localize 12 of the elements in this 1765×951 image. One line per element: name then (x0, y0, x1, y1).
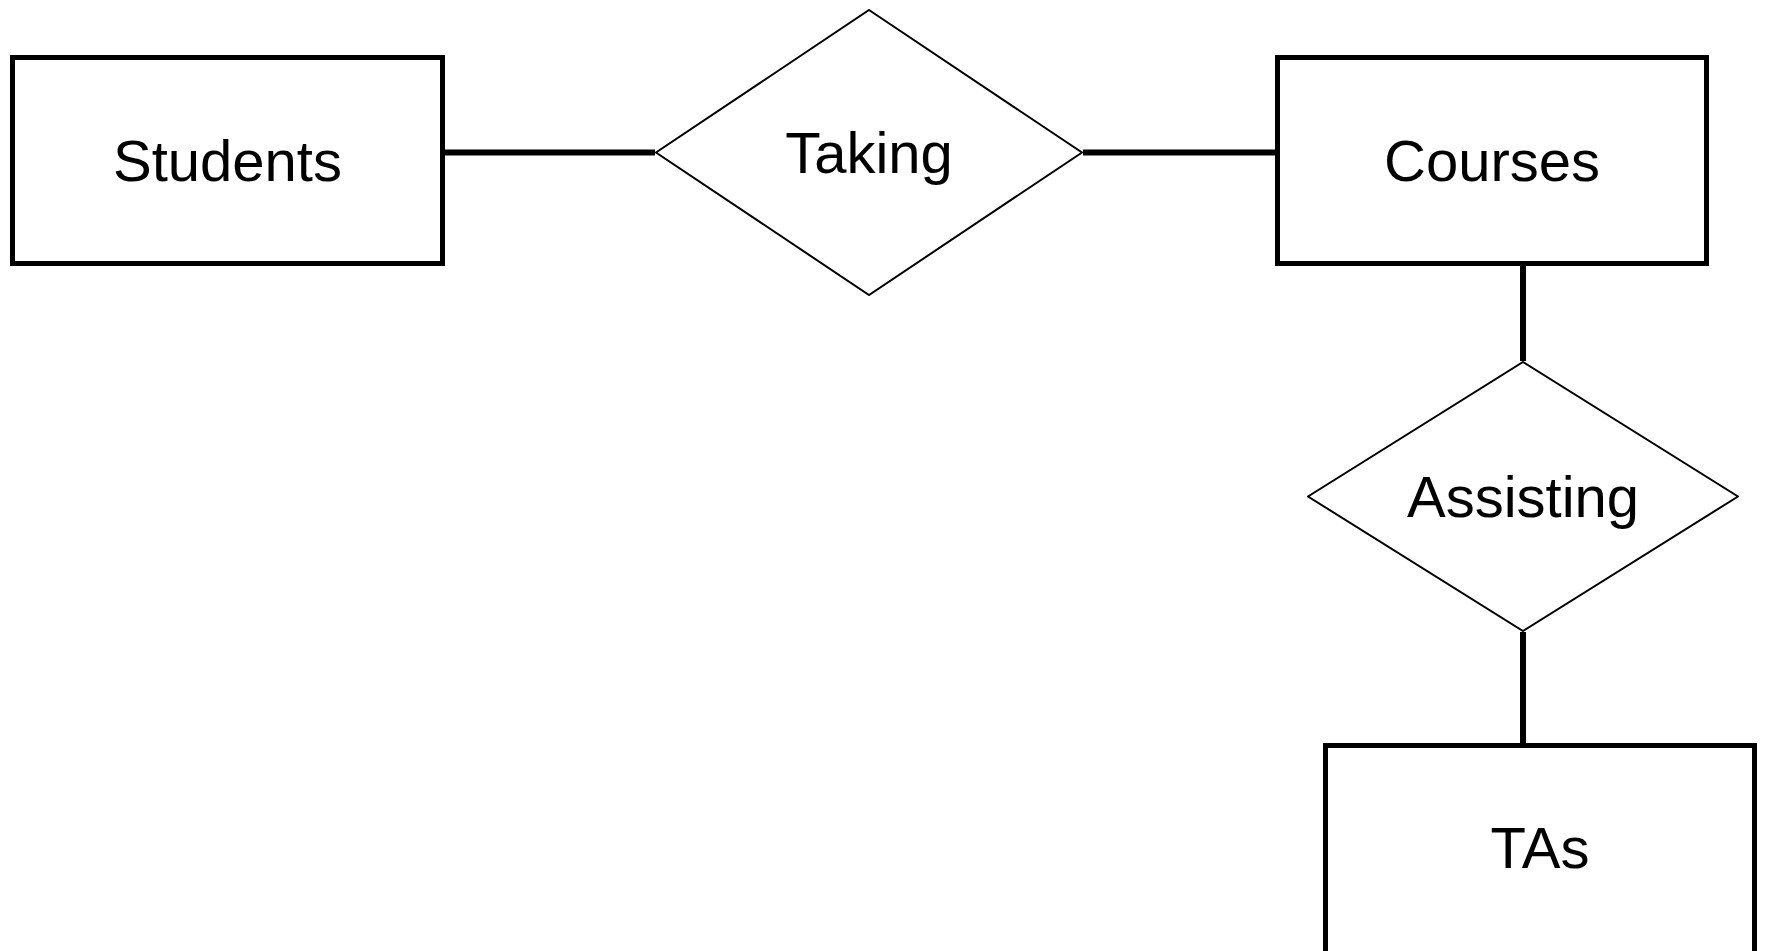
entity-rectangle (1323, 743, 1757, 951)
connector-line (1083, 149, 1275, 156)
connector-line (1520, 266, 1526, 361)
entity-label: Courses (1384, 131, 1600, 190)
connector-line (1520, 632, 1526, 743)
entity-rectangle (1275, 55, 1709, 266)
connector-line (445, 149, 655, 156)
entity-label: TAs (1490, 819, 1590, 877)
entity-rectangle (10, 55, 445, 266)
relationship-diamond (655, 9, 1083, 296)
entity-label: Students (113, 131, 342, 190)
relationship-diamond (1307, 361, 1739, 632)
